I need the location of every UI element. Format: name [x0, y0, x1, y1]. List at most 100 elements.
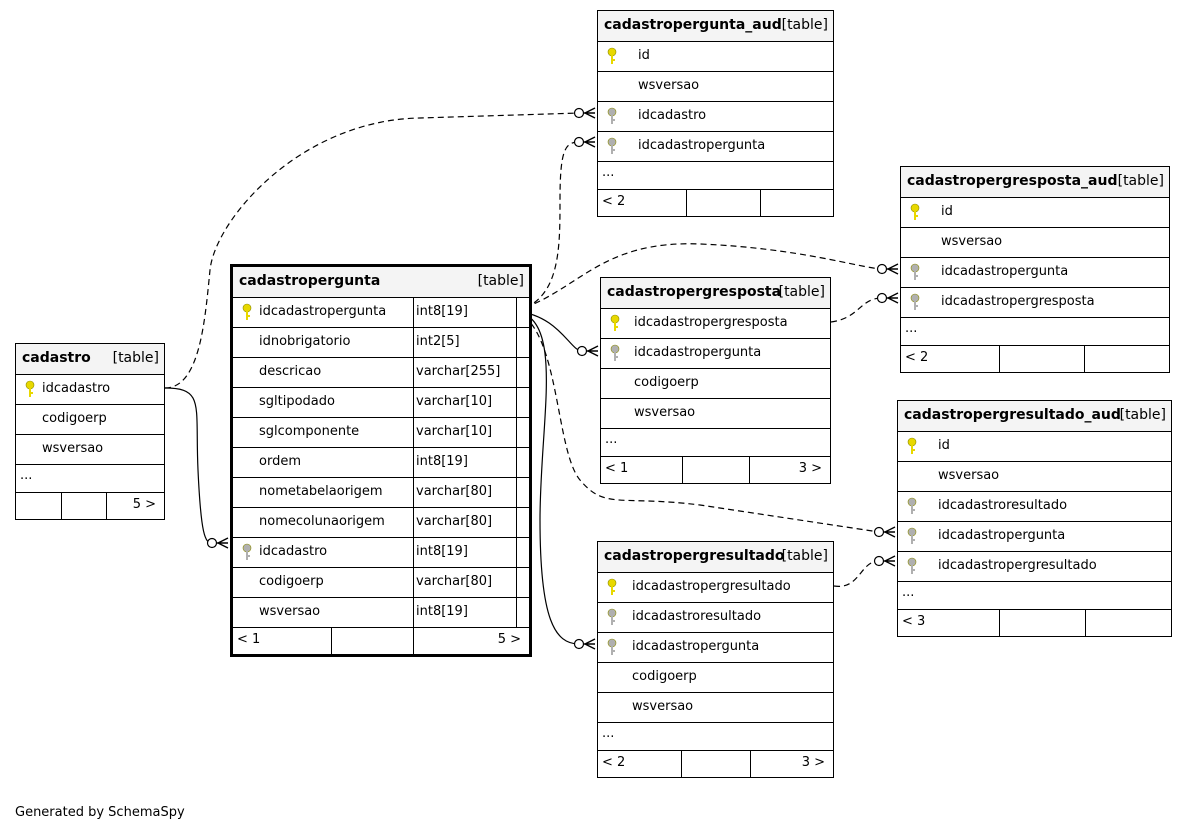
column-row[interactable]: wsversao — [16, 435, 164, 465]
table-cadastropergunta[interactable]: cadastropergunta [table] idcadastropergunt… — [230, 264, 532, 657]
column-row[interactable]: codigoerp — [598, 663, 833, 693]
column-row[interactable]: idcadastroresultado — [898, 492, 1171, 522]
foreign-key-icon — [241, 543, 253, 561]
column-row[interactable]: wsversao — [601, 399, 830, 429]
children-count[interactable]: 3 > — [801, 755, 825, 770]
credit-text: Generated by SchemaSpy — [15, 805, 185, 820]
column-name: wsversao — [941, 234, 1003, 249]
primary-key-icon — [906, 437, 918, 455]
table-type-label: [table] — [477, 273, 524, 289]
parents-count[interactable]: < 2 — [602, 755, 626, 770]
column-row[interactable]: codigoerp — [601, 369, 830, 399]
table-name[interactable]: cadastropergresposta_aud — [907, 173, 1118, 189]
table-name[interactable]: cadastro — [22, 350, 91, 366]
foreign-key-icon — [906, 557, 918, 575]
column-row[interactable]: id — [898, 432, 1171, 462]
foreign-key-icon — [909, 263, 921, 281]
more-columns-row: ... — [601, 429, 830, 457]
column-row[interactable]: idcadastropergunta int8[19] — [233, 298, 529, 328]
table-cadastropergresultado[interactable]: cadastropergresultado[table]idcadastrope… — [597, 541, 834, 778]
children-count[interactable]: 5 > — [132, 497, 156, 512]
parents-count[interactable]: < 1 — [237, 632, 261, 647]
primary-key-icon — [909, 203, 921, 221]
column-row[interactable]: idcadastro — [16, 375, 164, 405]
link-pergunta-to-resultado — [515, 310, 580, 645]
column-name: idcadastropergresposta — [634, 315, 788, 330]
column-row[interactable]: idcadastropergunta — [598, 633, 833, 663]
table-name[interactable]: cadastropergresultado — [604, 548, 785, 564]
column-row[interactable]: idcadastro — [598, 102, 833, 132]
column-row[interactable]: idcadastropergresposta — [601, 309, 830, 339]
column-name: wsversao — [938, 468, 1000, 483]
children-count[interactable]: 3 > — [798, 461, 822, 476]
table-name[interactable]: cadastropergresposta — [607, 284, 782, 300]
parents-count[interactable]: < 3 — [902, 614, 926, 629]
column-row[interactable]: idcadastropergunta — [598, 132, 833, 162]
table-name[interactable]: cadastropergunta — [239, 273, 381, 289]
parents-count[interactable]: < 2 — [905, 350, 929, 365]
column-name: idcadastropergunta — [259, 304, 387, 319]
table-footer: < 2 — [598, 190, 833, 216]
footer-divider — [999, 610, 1000, 636]
table-type-label: [table] — [112, 350, 159, 366]
column-name: nomecolunaorigem — [259, 514, 385, 529]
column-row[interactable]: idcadastroresultado — [598, 603, 833, 633]
column-datatype: int8[19] — [416, 544, 468, 559]
column-row[interactable]: id — [598, 42, 833, 72]
column-name: id — [638, 48, 650, 63]
column-row[interactable]: wsversao — [598, 72, 833, 102]
column-divider — [413, 448, 414, 477]
more-columns-label: ... — [602, 165, 615, 180]
column-row[interactable]: idcadastropergunta — [601, 339, 830, 369]
column-row[interactable]: idcadastropergunta — [898, 522, 1171, 552]
column-row[interactable]: wsversao — [898, 462, 1171, 492]
column-name: sgltipodado — [259, 394, 335, 409]
children-count[interactable]: 5 > — [497, 632, 521, 647]
column-row[interactable]: idcadastropergunta — [901, 258, 1169, 288]
more-columns-row: ... — [598, 162, 833, 190]
column-datatype: int8[19] — [416, 304, 468, 319]
footer-divider — [1084, 346, 1085, 372]
column-divider — [413, 598, 414, 627]
column-name: idcadastropergresultado — [938, 558, 1097, 573]
column-name: codigoerp — [42, 411, 107, 426]
column-name: sglcomponente — [259, 424, 360, 439]
column-row[interactable]: idcadastropergresultado — [898, 552, 1171, 582]
table-header: cadastropergunta [table] — [233, 267, 529, 298]
foreign-key-icon — [609, 344, 621, 362]
column-row[interactable]: wsversao — [598, 693, 833, 723]
table-name[interactable]: cadastropergresultado_aud — [904, 407, 1121, 423]
table-header: cadastropergresposta[table] — [601, 278, 830, 309]
more-columns-label: ... — [902, 585, 915, 600]
more-columns-row: ... — [16, 465, 164, 493]
primary-key-icon — [606, 47, 618, 65]
table-cadastropergresposta[interactable]: cadastropergresposta[table] idcadastroper… — [600, 277, 831, 484]
column-row[interactable]: idcadastropergresposta — [901, 288, 1169, 318]
crowfoot-icon — [873, 555, 896, 567]
table-name[interactable]: cadastropergunta_aud — [604, 17, 782, 33]
footer-divider — [760, 190, 761, 216]
parents-count[interactable]: < 2 — [602, 194, 626, 209]
column-row[interactable]: id — [901, 198, 1169, 228]
table-header: cadastropergresultado[table] — [598, 542, 833, 573]
table-cadastro[interactable]: cadastro [table] idcadastro codigoerp wsvers… — [15, 343, 165, 520]
column-row[interactable]: idcadastropergresultado — [598, 573, 833, 603]
parents-count[interactable]: < 1 — [605, 461, 629, 476]
foreign-key-icon — [606, 608, 618, 626]
column-row[interactable]: wsversao — [901, 228, 1169, 258]
column-row[interactable]: codigoerp — [16, 405, 164, 435]
